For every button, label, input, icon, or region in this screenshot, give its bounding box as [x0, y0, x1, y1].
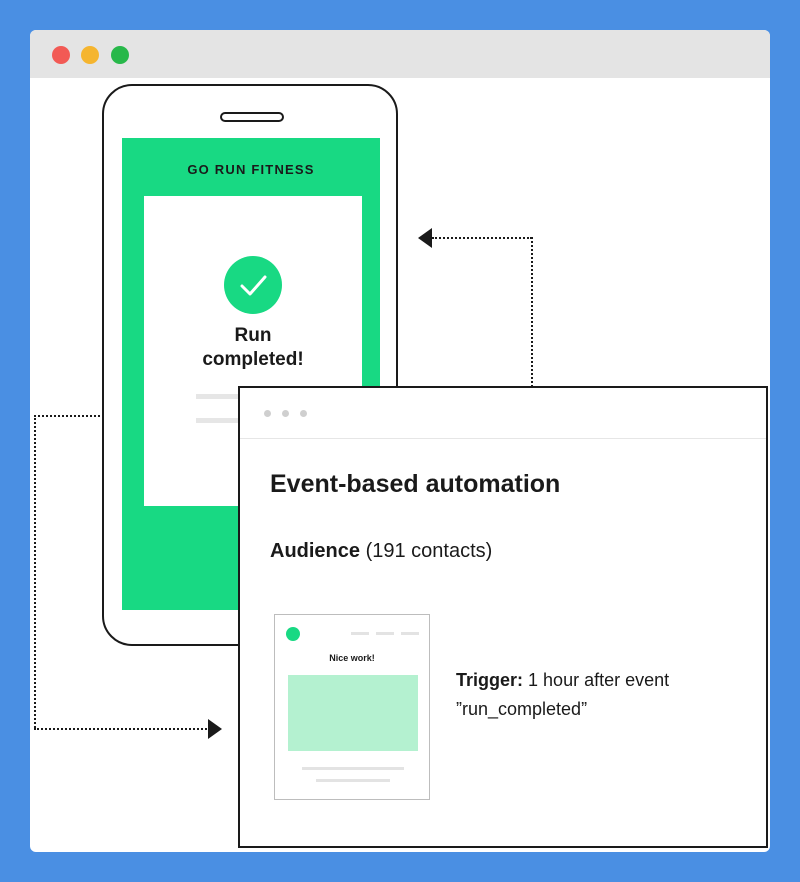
- panel-dot: [264, 410, 271, 417]
- check-icon: [224, 256, 282, 314]
- automation-panel: Event-based automation Audience (191 con…: [238, 386, 768, 848]
- email-preview[interactable]: Nice work!: [274, 614, 430, 800]
- email-hero-image: [288, 675, 418, 751]
- arrow-left-icon: [418, 228, 432, 248]
- trigger-label: Trigger:: [456, 670, 524, 690]
- message-line-2: completed!: [202, 349, 304, 370]
- browser-window: GO RUN FITNESS Run completed!: [30, 30, 770, 852]
- audience-count: (191 contacts): [365, 540, 493, 562]
- message-line-1: Run: [234, 325, 272, 346]
- connector-left-top: [34, 415, 104, 417]
- panel-dot: [282, 410, 289, 417]
- arrow-right-icon: [208, 719, 222, 739]
- email-nav-dash: [401, 632, 419, 635]
- panel-dot: [300, 410, 307, 417]
- email-heading: Nice work!: [329, 653, 375, 663]
- email-text-line: [316, 779, 390, 782]
- panel-title: Event-based automation: [270, 470, 561, 498]
- connector-right-top: [432, 237, 532, 239]
- connector-right-vertical: [531, 237, 533, 387]
- phone-speaker: [220, 112, 284, 122]
- trigger-description: Trigger: 1 hour after event ”run_complet…: [456, 666, 746, 724]
- email-text-line: [302, 767, 404, 770]
- run-completed-message: Run completed!: [144, 324, 362, 372]
- window-titlebar: [30, 30, 770, 78]
- maximize-button[interactable]: [111, 46, 129, 64]
- minimize-button[interactable]: [81, 46, 99, 64]
- close-button[interactable]: [52, 46, 70, 64]
- trigger-text: 1 hour after event: [528, 670, 670, 690]
- audience-summary: Audience (191 contacts): [270, 540, 492, 563]
- connector-left-bottom: [34, 728, 210, 730]
- trigger-line-1: Trigger: 1 hour after event: [456, 666, 746, 695]
- email-nav-dash: [351, 632, 369, 635]
- audience-label: Audience: [270, 540, 361, 562]
- connector-left-vertical: [34, 415, 36, 728]
- app-brand-name: GO RUN FITNESS: [187, 162, 315, 177]
- email-nav-dash: [376, 632, 394, 635]
- panel-titlebar: [240, 388, 766, 439]
- email-logo-dot: [286, 627, 300, 641]
- trigger-event: ”run_completed”: [456, 699, 588, 719]
